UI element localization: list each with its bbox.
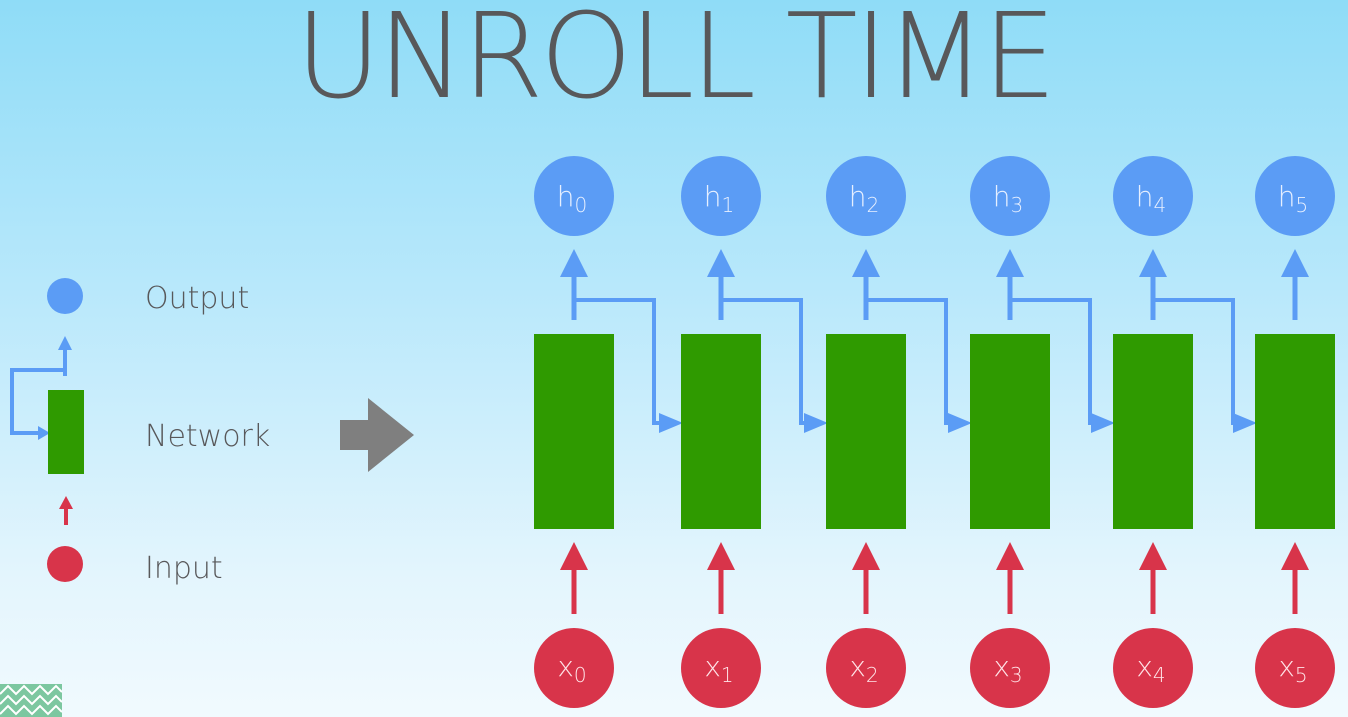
input-label-4: x4 bbox=[1136, 650, 1165, 687]
output-label-base-3: h bbox=[993, 180, 1011, 213]
input-label-sub-3: 3 bbox=[1010, 663, 1023, 687]
legend-network-box bbox=[48, 390, 84, 474]
input-label-base-5: x bbox=[1278, 650, 1295, 683]
input-node-0 bbox=[534, 628, 614, 708]
input-label-5: x5 bbox=[1278, 650, 1307, 687]
input-label-base-0: x bbox=[557, 650, 574, 683]
network-box-3 bbox=[970, 334, 1050, 529]
legend-input-label: Input bbox=[145, 551, 223, 586]
legend-output-label: Output bbox=[145, 281, 249, 316]
network-box-4 bbox=[1113, 334, 1193, 529]
input-arrowhead-2 bbox=[852, 542, 880, 570]
input-node-5 bbox=[1255, 628, 1335, 708]
network-box-1 bbox=[681, 334, 761, 529]
legend-input-arrowhead bbox=[59, 496, 73, 509]
output-label-4: h4 bbox=[1136, 180, 1166, 217]
output-label-3: h3 bbox=[993, 180, 1023, 217]
output-label-base-5: h bbox=[1278, 180, 1296, 213]
legend-loop-up-arrowhead bbox=[58, 336, 72, 350]
unroll-arrow bbox=[340, 398, 414, 472]
output-label-sub-1: 1 bbox=[722, 193, 735, 217]
output-label-base-4: h bbox=[1136, 180, 1154, 213]
legend-output-dot bbox=[47, 278, 83, 314]
output-arrowhead-1 bbox=[707, 249, 735, 277]
input-arrowhead-4 bbox=[1139, 542, 1167, 570]
input-label-sub-0: 0 bbox=[574, 663, 587, 687]
network-box-5 bbox=[1255, 334, 1335, 529]
output-node-4 bbox=[1113, 156, 1193, 236]
slide-title: UNROLL TIME bbox=[295, 0, 1057, 125]
input-label-0: x0 bbox=[557, 650, 586, 687]
input-label-sub-5: 5 bbox=[1295, 663, 1308, 687]
output-label-sub-0: 0 bbox=[575, 193, 588, 217]
output-label-0: h0 bbox=[557, 180, 587, 217]
recurrent-arrowhead-1 bbox=[804, 413, 828, 433]
recurrent-arrowhead-0 bbox=[659, 413, 683, 433]
legend-network-label: Network bbox=[145, 419, 270, 454]
input-label-sub-1: 1 bbox=[721, 663, 734, 687]
output-label-1: h1 bbox=[704, 180, 734, 217]
network-box-2 bbox=[826, 334, 906, 529]
recurrent-arrowhead-4 bbox=[1233, 413, 1257, 433]
output-label-sub-2: 2 bbox=[867, 193, 880, 217]
input-node-1 bbox=[681, 628, 761, 708]
input-label-base-4: x bbox=[1136, 650, 1153, 683]
output-node-2 bbox=[826, 156, 906, 236]
legend: Output Network Input bbox=[10, 278, 270, 586]
output-arrowhead-3 bbox=[996, 249, 1024, 277]
input-node-4 bbox=[1113, 628, 1193, 708]
legend-input-dot bbox=[47, 546, 83, 582]
input-node-2 bbox=[826, 628, 906, 708]
input-label-sub-4: 4 bbox=[1153, 663, 1166, 687]
input-label-1: x1 bbox=[704, 650, 733, 687]
recurrent-connection-0 bbox=[574, 298, 663, 425]
output-node-0 bbox=[534, 156, 614, 236]
legend-recurrent-loop-arrow bbox=[10, 350, 67, 435]
recurrent-arrowhead-3 bbox=[1091, 413, 1115, 433]
corner-logo bbox=[0, 684, 62, 717]
input-label-3: x3 bbox=[993, 650, 1022, 687]
input-arrowhead-5 bbox=[1281, 542, 1309, 570]
input-arrowhead-1 bbox=[707, 542, 735, 570]
output-node-1 bbox=[681, 156, 761, 236]
output-label-sub-5: 5 bbox=[1296, 193, 1309, 217]
output-label-base-0: h bbox=[557, 180, 575, 213]
output-arrowhead-2 bbox=[852, 249, 880, 277]
input-label-sub-2: 2 bbox=[866, 663, 879, 687]
output-label-base-1: h bbox=[704, 180, 722, 213]
output-arrowhead-5 bbox=[1281, 249, 1309, 277]
output-label-sub-4: 4 bbox=[1154, 193, 1167, 217]
input-arrowhead-0 bbox=[560, 542, 588, 570]
output-label-base-2: h bbox=[849, 180, 867, 213]
legend-loop-right-arrowhead bbox=[38, 426, 50, 440]
input-label-2: x2 bbox=[849, 650, 878, 687]
network-box-0 bbox=[534, 334, 614, 529]
recurrent-arrowhead-2 bbox=[948, 413, 972, 433]
input-node-3 bbox=[970, 628, 1050, 708]
input-label-base-3: x bbox=[993, 650, 1010, 683]
output-arrowhead-4 bbox=[1139, 249, 1167, 277]
output-node-5 bbox=[1255, 156, 1335, 236]
output-node-3 bbox=[970, 156, 1050, 236]
input-label-base-1: x bbox=[704, 650, 721, 683]
output-label-5: h5 bbox=[1278, 180, 1308, 217]
input-label-base-2: x bbox=[849, 650, 866, 683]
output-label-sub-3: 3 bbox=[1011, 193, 1024, 217]
input-arrowhead-3 bbox=[996, 542, 1024, 570]
output-label-2: h2 bbox=[849, 180, 879, 217]
output-arrowhead-0 bbox=[560, 249, 588, 277]
